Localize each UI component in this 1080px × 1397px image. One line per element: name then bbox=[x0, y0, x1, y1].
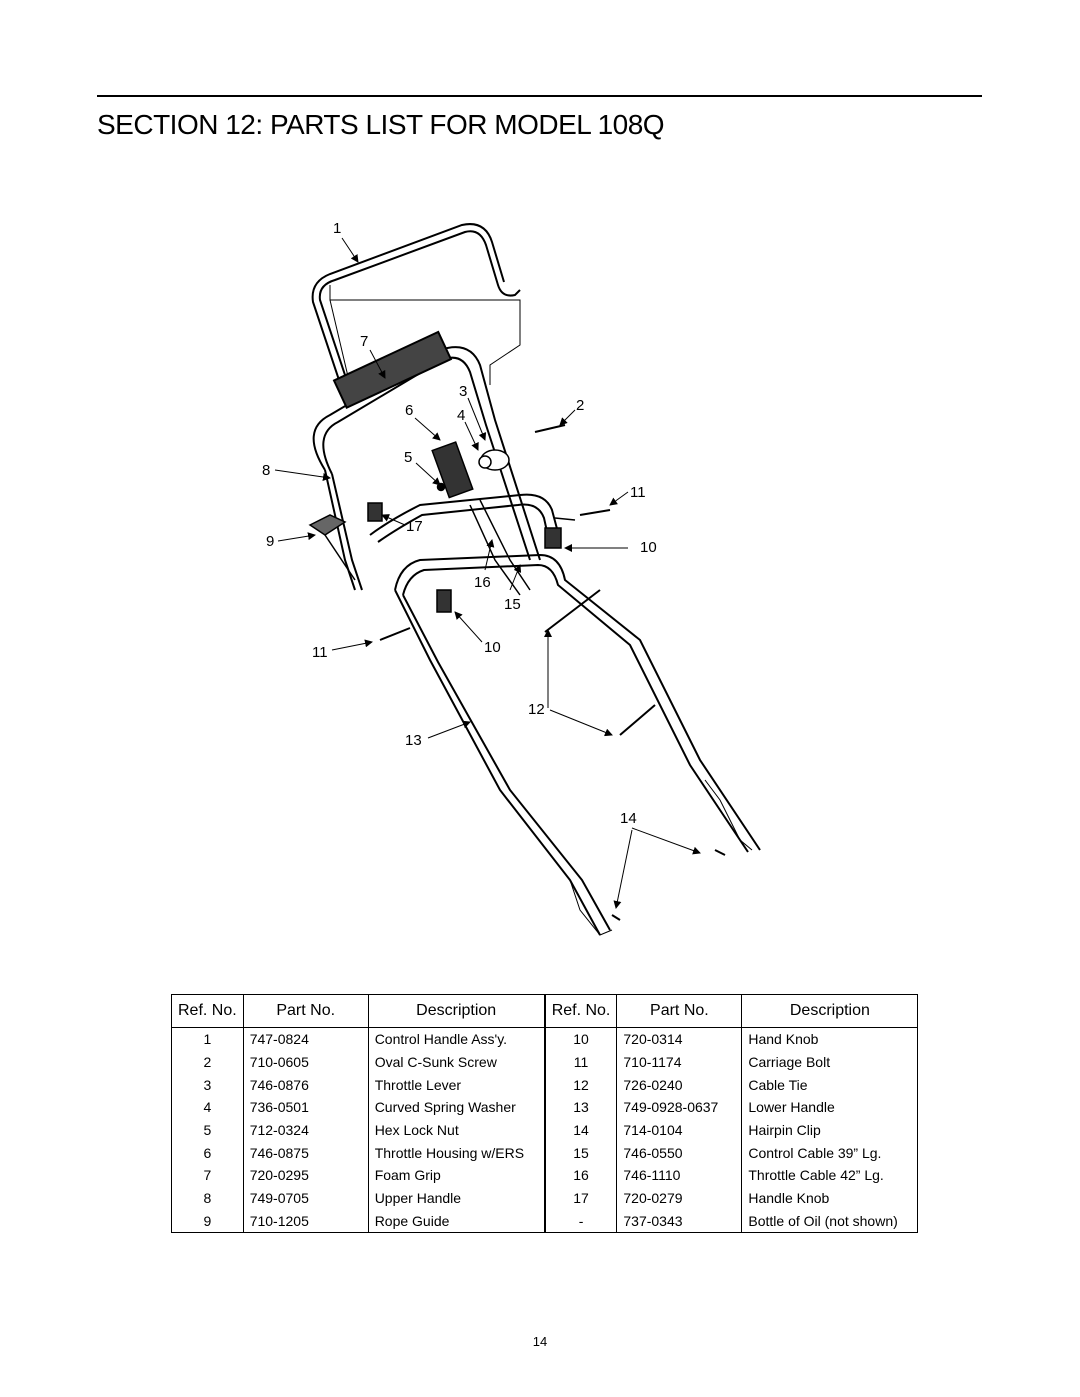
desc-cell: Hairpin Clip bbox=[741, 1118, 919, 1142]
ref-cell: - bbox=[543, 1209, 618, 1234]
callout-9: 9 bbox=[266, 533, 274, 550]
part-cell: 710-1205 bbox=[242, 1209, 369, 1234]
ref-cell: 5 bbox=[171, 1118, 244, 1142]
throttle-assembly-drawing bbox=[308, 424, 726, 921]
callout-17: 17 bbox=[406, 518, 423, 535]
header-part-no-right: Part No. bbox=[616, 994, 743, 1028]
desc-cell: Rope Guide bbox=[367, 1209, 546, 1234]
callout-7: 7 bbox=[360, 333, 368, 350]
part-cell: 712-0324 bbox=[242, 1118, 369, 1142]
part-cell: 720-0314 bbox=[616, 1027, 743, 1051]
callout-5: 5 bbox=[404, 449, 412, 466]
upper-handle-drawing bbox=[312, 330, 561, 591]
ref-cell: 14 bbox=[543, 1118, 618, 1142]
callout-1: 1 bbox=[333, 220, 341, 237]
part-cell: 710-1174 bbox=[616, 1050, 743, 1074]
ref-cell: 17 bbox=[543, 1186, 618, 1210]
header-part-no-left: Part No. bbox=[242, 994, 369, 1028]
page-title: SECTION 12: PARTS LIST FOR MODEL 108Q bbox=[97, 109, 665, 140]
header-ref-no-left: Ref. No. bbox=[171, 994, 244, 1028]
table-row: 8 749-0705 Upper Handle 17 720-0279 Hand… bbox=[171, 1186, 919, 1210]
callout-arrows bbox=[274, 237, 701, 909]
desc-cell: Foam Grip bbox=[367, 1164, 546, 1187]
table-row: 7 720-0295 Foam Grip 16 746-1110 Throttl… bbox=[171, 1164, 919, 1187]
ref-cell: 9 bbox=[171, 1209, 244, 1234]
desc-cell: Lower Handle bbox=[741, 1096, 919, 1119]
callout-10-lower: 10 bbox=[484, 639, 501, 656]
page-number: 14 bbox=[532, 1334, 548, 1349]
desc-cell: Control Handle Ass'y. bbox=[367, 1027, 546, 1051]
callout-2: 2 bbox=[576, 397, 584, 414]
table-row: 6 746-0875 Throttle Housing w/ERS 15 746… bbox=[171, 1141, 919, 1165]
callout-6: 6 bbox=[405, 402, 413, 419]
parts-table-header: Ref. No. Part No. Description Ref. No. P… bbox=[171, 994, 919, 1028]
part-cell: 747-0824 bbox=[242, 1027, 369, 1051]
part-cell: 720-0295 bbox=[242, 1164, 369, 1187]
ref-cell: 15 bbox=[543, 1141, 618, 1165]
ref-cell: 12 bbox=[543, 1073, 618, 1097]
callout-16: 16 bbox=[474, 574, 491, 591]
callout-4: 4 bbox=[457, 407, 465, 424]
part-cell: 714-0104 bbox=[616, 1118, 743, 1142]
ref-cell: 11 bbox=[543, 1050, 618, 1074]
desc-cell: Oval C-Sunk Screw bbox=[367, 1050, 546, 1074]
ref-cell: 16 bbox=[543, 1164, 618, 1187]
callout-10-upper: 10 bbox=[640, 539, 657, 556]
desc-cell: Upper Handle bbox=[367, 1186, 546, 1210]
callout-3: 3 bbox=[459, 383, 467, 400]
header-description-right: Description bbox=[741, 994, 919, 1028]
desc-cell: Cable Tie bbox=[741, 1073, 919, 1097]
ref-cell: 4 bbox=[171, 1096, 244, 1119]
callout-14: 14 bbox=[620, 810, 637, 827]
table-row: 5 712-0324 Hex Lock Nut 14 714-0104 Hair… bbox=[171, 1118, 919, 1142]
part-cell: 746-0550 bbox=[616, 1141, 743, 1165]
callout-8: 8 bbox=[262, 462, 270, 479]
part-cell: 749-0705 bbox=[242, 1186, 369, 1210]
desc-cell: Handle Knob bbox=[741, 1186, 919, 1210]
callout-11-upper: 11 bbox=[630, 484, 646, 501]
parts-table: Ref. No. Part No. Description Ref. No. P… bbox=[171, 994, 919, 1234]
part-cell: 710-0605 bbox=[242, 1050, 369, 1074]
desc-cell: Throttle Cable 42” Lg. bbox=[741, 1164, 919, 1187]
table-row: 1 747-0824 Control Handle Ass'y. 10 720-… bbox=[171, 1027, 919, 1051]
header-rule bbox=[97, 95, 982, 97]
part-cell: 749-0928-0637 bbox=[616, 1096, 743, 1119]
table-row: 9 710-1205 Rope Guide - 737-0343 Bottle … bbox=[171, 1209, 919, 1234]
part-cell: 746-1110 bbox=[616, 1164, 743, 1187]
desc-cell: Throttle Lever bbox=[367, 1073, 546, 1097]
ref-cell: 8 bbox=[171, 1186, 244, 1210]
part-cell: 746-0875 bbox=[242, 1141, 369, 1165]
table-row: 2 710-0605 Oval C-Sunk Screw 11 710-1174… bbox=[171, 1050, 919, 1074]
part-cell: 726-0240 bbox=[616, 1073, 743, 1097]
callout-12: 12 bbox=[528, 701, 545, 718]
ref-cell: 7 bbox=[171, 1164, 244, 1187]
part-cell: 746-0876 bbox=[242, 1073, 369, 1097]
table-row: 3 746-0876 Throttle Lever 12 726-0240 Ca… bbox=[171, 1073, 919, 1097]
ref-cell: 2 bbox=[171, 1050, 244, 1074]
handle-assembly-diagram: 1 7 6 3 4 2 8 5 11 9 17 10 16 15 11 10 1… bbox=[262, 220, 761, 936]
ref-cell: 10 bbox=[543, 1027, 618, 1051]
header-ref-no-right: Ref. No. bbox=[543, 994, 618, 1028]
desc-cell: Control Cable 39” Lg. bbox=[741, 1141, 919, 1165]
callout-15: 15 bbox=[504, 596, 521, 613]
part-cell: 736-0501 bbox=[242, 1096, 369, 1119]
lower-handle-drawing bbox=[394, 553, 761, 936]
desc-cell: Throttle Housing w/ERS bbox=[367, 1141, 546, 1165]
table-row: 4 736-0501 Curved Spring Washer 13 749-0… bbox=[171, 1096, 919, 1119]
ref-cell: 1 bbox=[171, 1027, 244, 1051]
part-cell: 737-0343 bbox=[616, 1209, 743, 1234]
control-handle-drawing bbox=[311, 223, 521, 393]
desc-cell: Curved Spring Washer bbox=[367, 1096, 546, 1119]
ref-cell: 3 bbox=[171, 1073, 244, 1097]
callout-11-lower: 11 bbox=[312, 644, 328, 661]
part-cell: 720-0279 bbox=[616, 1186, 743, 1210]
header-description-left: Description bbox=[367, 994, 546, 1028]
ref-cell: 13 bbox=[543, 1096, 618, 1119]
callout-13: 13 bbox=[405, 732, 422, 749]
desc-cell: Hex Lock Nut bbox=[367, 1118, 546, 1142]
ref-cell: 6 bbox=[171, 1141, 244, 1165]
desc-cell: Hand Knob bbox=[741, 1027, 919, 1051]
desc-cell: Carriage Bolt bbox=[741, 1050, 919, 1074]
desc-cell: Bottle of Oil (not shown) bbox=[741, 1209, 919, 1234]
